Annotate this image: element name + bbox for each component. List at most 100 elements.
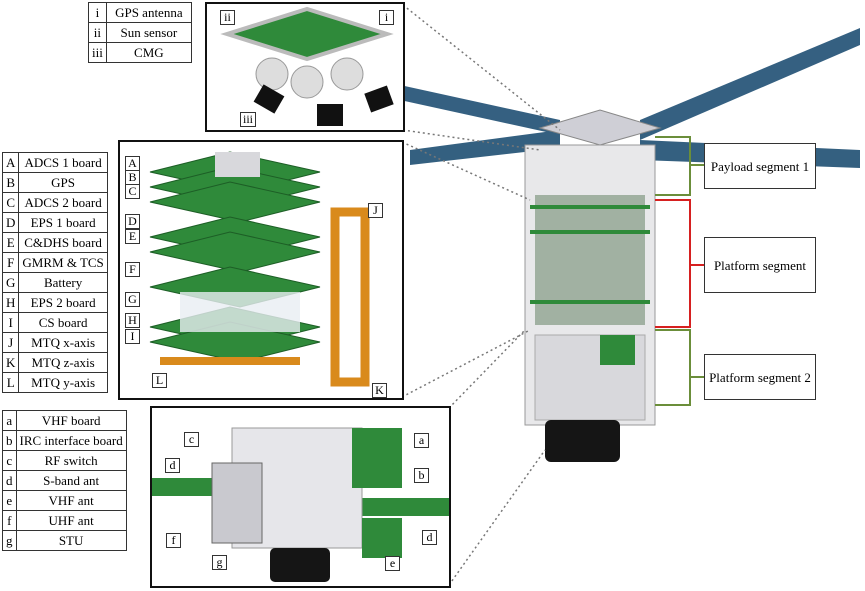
label-iii: iii <box>240 112 257 127</box>
legend-label: EPS 2 board <box>18 292 108 313</box>
legend-label: GPS antenna <box>105 2 192 23</box>
legend-label: Sun sensor <box>105 22 192 43</box>
legend-key: J <box>1 332 20 353</box>
legend-key: B <box>1 172 20 193</box>
label-i: i <box>379 10 394 25</box>
label-I: I <box>125 329 140 344</box>
legend-key: H <box>1 292 20 313</box>
platform-segment-label: Platform segment <box>704 237 816 293</box>
platform-detail-box: A B C D E F G H I J L K <box>118 140 404 400</box>
legend-label: GPS <box>18 172 108 193</box>
legend-label: VHF board <box>15 410 127 431</box>
legend-label: IRC interface board <box>15 430 127 451</box>
legend-key: I <box>1 312 20 333</box>
legend-key: b <box>2 430 17 451</box>
label-b: b <box>414 468 429 483</box>
platform-segment-2-label: Platform segment 2 <box>704 354 816 400</box>
label-F: F <box>125 262 140 277</box>
legend-label: Battery <box>18 272 108 293</box>
legend-label: STU <box>15 530 127 551</box>
legend-key: C <box>1 192 20 213</box>
label-K: K <box>372 383 387 398</box>
legend-label: MTQ x-axis <box>18 332 108 353</box>
legend-label: MTQ y-axis <box>18 372 108 393</box>
legend-label: VHF ant <box>15 490 127 511</box>
label-D: D <box>125 214 140 229</box>
legend-key: ii <box>88 22 107 43</box>
legend-label: EPS 1 board <box>18 212 108 233</box>
label-e: e <box>385 556 400 571</box>
legend-key: D <box>1 212 20 233</box>
legend-label: CS board <box>18 312 108 333</box>
legend-label: MTQ z-axis <box>18 352 108 373</box>
legend-key: f <box>2 510 17 531</box>
legend-label: ADCS 2 board <box>18 192 108 213</box>
legend-key: A <box>1 152 20 173</box>
label-f: f <box>166 533 181 548</box>
label-d: d <box>165 458 180 473</box>
segment-brackets <box>655 136 704 406</box>
legend-key: iii <box>88 42 107 63</box>
payload-top-drawing <box>220 6 394 126</box>
legend-key: F <box>1 252 20 273</box>
label-H: H <box>125 313 140 328</box>
legend-key: e <box>2 490 17 511</box>
payload-detail-box: ii i iii <box>205 2 405 132</box>
legend-key: a <box>2 410 17 431</box>
legend-key: d <box>2 470 17 491</box>
payload-segment-1-label: Payload segment 1 <box>704 143 816 189</box>
legend-label: UHF ant <box>15 510 127 531</box>
label-J: J <box>368 203 383 218</box>
platform2-detail-box: c a d b d f g e <box>150 406 451 588</box>
legend-key: g <box>2 530 17 551</box>
label-E: E <box>125 229 140 244</box>
legend-key: i <box>88 2 107 23</box>
label-A: A <box>125 156 140 171</box>
label-ii: ii <box>220 10 235 25</box>
label-a: a <box>414 433 429 448</box>
legend-label: CMG <box>105 42 192 63</box>
label-G: G <box>125 292 140 307</box>
legend-label: S-band ant <box>15 470 127 491</box>
legend-key: E <box>1 232 20 253</box>
legend-label: ADCS 1 board <box>18 152 108 173</box>
legend-label: C&DHS board <box>18 232 108 253</box>
label-C: C <box>125 184 140 199</box>
platform-stack-drawing <box>149 151 370 387</box>
legend-key: K <box>1 352 20 373</box>
satellite-body <box>524 109 662 462</box>
label-L: L <box>152 373 167 388</box>
legend-label: RF switch <box>15 450 127 471</box>
legend-key: G <box>1 272 20 293</box>
legend-label: GMRM & TCS <box>18 252 108 273</box>
legend-key: L <box>1 372 20 393</box>
callout-lines <box>401 4 561 586</box>
label-g: g <box>212 555 227 570</box>
